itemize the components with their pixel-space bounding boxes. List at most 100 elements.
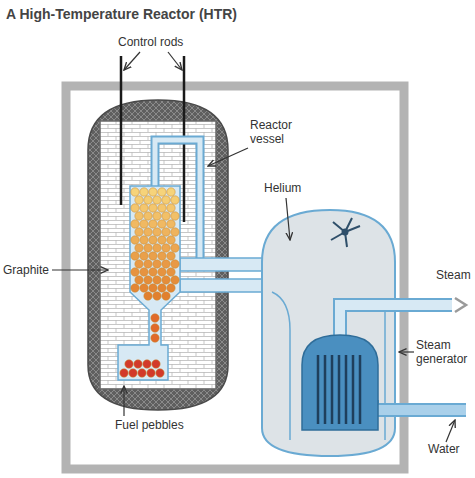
fuel-pebble <box>140 188 148 196</box>
fuel-pebble <box>138 369 146 377</box>
fuel-pebble <box>153 260 161 268</box>
fuel-pebble <box>144 196 152 204</box>
part-label: Graphite <box>3 263 49 277</box>
helium-vessel <box>262 210 395 456</box>
fuel-pebble <box>135 276 143 284</box>
fuel-pebble <box>171 212 179 220</box>
fuel-pebble <box>144 244 152 252</box>
generator-tube <box>359 355 362 424</box>
generator-tube <box>338 355 341 424</box>
fuel-pebble <box>153 292 161 300</box>
reactor-shield <box>88 100 228 410</box>
steam-pipe <box>340 305 452 335</box>
fuel-pebble <box>131 236 139 244</box>
fuel-pebble <box>162 276 170 284</box>
water-pipe <box>372 400 466 410</box>
fuel-pebble <box>134 360 142 368</box>
fuel-pebble <box>156 369 164 377</box>
fuel-pebble <box>131 188 139 196</box>
fuel-pebble <box>167 220 175 228</box>
fuel-pebble <box>162 196 170 204</box>
leader-arrows <box>52 52 455 442</box>
fuel-pebble <box>158 268 166 276</box>
fuel-pebble <box>135 196 143 204</box>
part-label: Steam generator <box>416 338 472 366</box>
fuel-pebble <box>162 212 170 220</box>
fuel-pebble <box>144 228 152 236</box>
part-label: Reactor vessel <box>250 118 302 146</box>
fuel-pebble <box>151 314 159 322</box>
fuel-pebble <box>140 204 148 212</box>
fuel-pebble <box>131 268 139 276</box>
building-wall <box>66 86 404 469</box>
fuel-pebble <box>149 204 157 212</box>
part-label: Control rods <box>118 35 183 49</box>
hot-duct <box>180 258 270 271</box>
fuel-pebble <box>140 284 148 292</box>
fuel-pebble <box>120 369 128 377</box>
generator-tube <box>331 355 334 424</box>
steam-pipe <box>340 305 452 335</box>
generator-tubes <box>318 355 360 424</box>
fuel-pebble <box>149 188 157 196</box>
part-label: Fuel pebbles <box>115 418 184 432</box>
fuel-pebble <box>140 236 148 244</box>
fuel-pebble <box>167 252 175 260</box>
diagram-title: A High-Temperature Reactor (HTR) <box>6 6 237 22</box>
part-label: Steam <box>436 268 471 282</box>
fuel-pebble <box>162 244 170 252</box>
part-label: Water <box>428 442 460 456</box>
part-label: Helium <box>264 181 301 195</box>
generator-tube <box>352 355 355 424</box>
fuel-pebble <box>125 360 133 368</box>
fuel-pebble <box>167 284 175 292</box>
steam-generator <box>302 335 378 430</box>
fuel-pebble <box>144 292 152 300</box>
fuel-pebble <box>135 244 143 252</box>
fuel-pebble <box>167 204 175 212</box>
fuel-pebble <box>143 360 151 368</box>
fuel-pebble <box>158 204 166 212</box>
fuel-pebble <box>153 196 161 204</box>
control-rod <box>120 56 123 205</box>
generator-tube <box>324 355 327 424</box>
fuel-pebble <box>162 292 170 300</box>
fuel-pebble <box>153 244 161 252</box>
steam-arrow <box>455 298 466 312</box>
circulator-fan <box>331 218 360 247</box>
water-pipe <box>372 400 466 410</box>
fuel-pebble <box>135 260 143 268</box>
fuel-pebble <box>158 252 166 260</box>
fuel-pebble <box>162 228 170 236</box>
fuel-pebble <box>167 236 175 244</box>
reactor-core <box>118 186 180 380</box>
fuel-pebble <box>153 228 161 236</box>
fuel-pebble <box>158 188 166 196</box>
fuel-pebble <box>153 212 161 220</box>
fuel-pebble <box>140 252 148 260</box>
fuel-pebble <box>131 220 139 228</box>
fuel-pebble <box>140 220 148 228</box>
fuel-pebbles <box>120 188 179 377</box>
fuel-pebble <box>167 188 175 196</box>
fuel-pebble <box>140 268 148 276</box>
cold-duct <box>180 279 270 292</box>
fuel-pebble <box>149 284 157 292</box>
fuel-pebble <box>147 369 155 377</box>
fuel-pebble <box>158 220 166 228</box>
generator-tube <box>317 355 320 424</box>
fuel-pebble <box>167 268 175 276</box>
fuel-pebble <box>162 260 170 268</box>
generator-tube <box>345 355 348 424</box>
fuel-pebble <box>151 334 159 342</box>
fuel-pebble <box>131 204 139 212</box>
fuel-pebble <box>144 276 152 284</box>
fuel-pebble <box>153 276 161 284</box>
fuel-pebble <box>171 228 179 236</box>
fuel-pebble <box>144 212 152 220</box>
fuel-pebble <box>149 268 157 276</box>
fuel-pebble <box>135 228 143 236</box>
fuel-pebble <box>158 284 166 292</box>
fuel-pebble <box>151 324 159 332</box>
